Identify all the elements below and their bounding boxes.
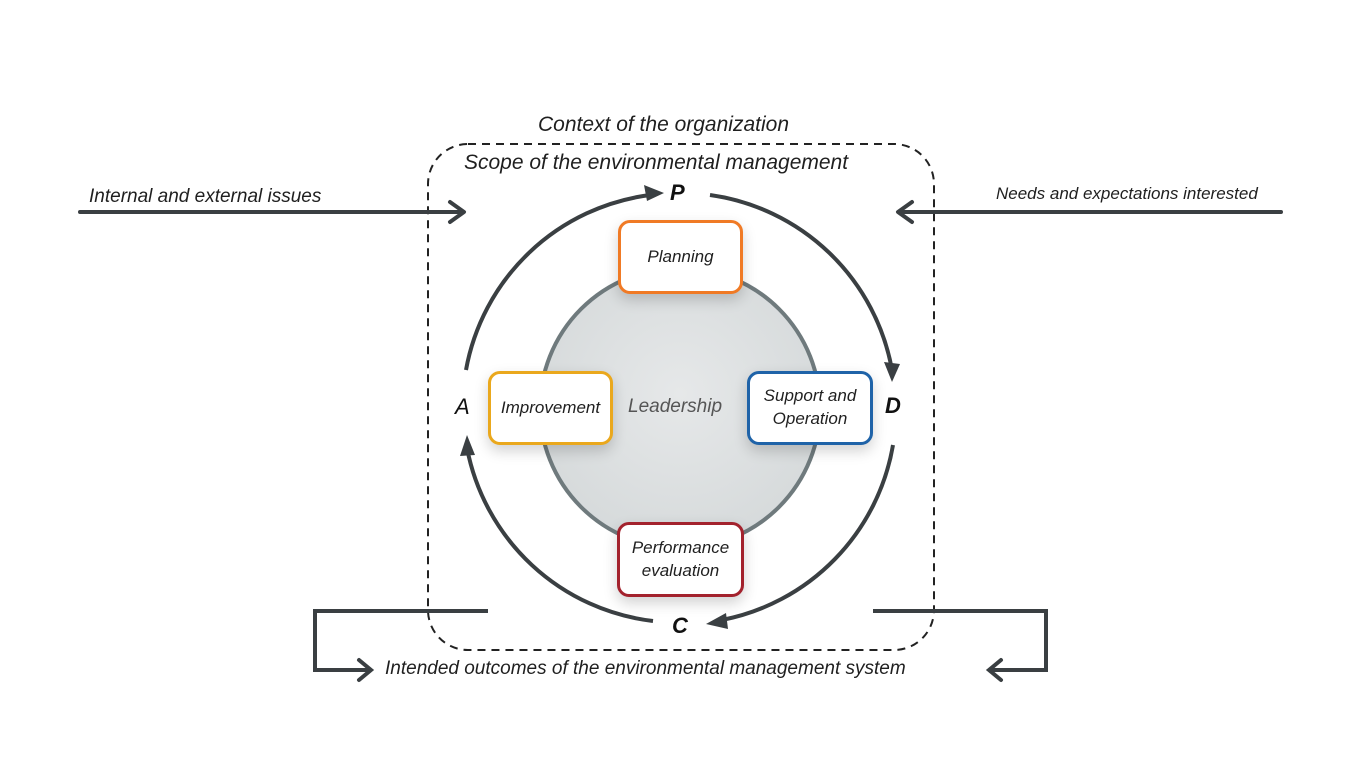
arrowhead-a-icon (460, 435, 475, 456)
output-bracket-right (873, 609, 1048, 672)
arc-a-to-p (464, 193, 651, 371)
scope-title: Scope of the environmental management (464, 151, 849, 174)
input-label-left: Internal and external issues (89, 186, 322, 207)
arc-d-to-c (721, 444, 895, 622)
scope-boundary (427, 143, 935, 651)
stage-performance-label: Performance evaluation (631, 537, 730, 580)
output-bracket-left (313, 609, 488, 672)
output-bracket-left-head-icon (357, 658, 375, 682)
stage-improvement-label: Improvement (500, 397, 601, 417)
stage-planning-label: Planning (647, 246, 714, 266)
output-bracket-right-head-icon (985, 658, 1003, 682)
cycle-letter-c: C (672, 613, 688, 638)
cycle-letter-d: D (885, 393, 901, 418)
input-arrow-left-head-icon (448, 200, 466, 224)
context-title: Context of the organization (538, 113, 789, 136)
arrowhead-c-icon (706, 613, 728, 629)
arrowhead-p-icon (644, 185, 664, 201)
cycle-letter-a: A (455, 394, 470, 419)
stage-improvement[interactable]: Improvement (488, 371, 613, 445)
stage-support-label: Support and Operation (763, 386, 857, 428)
stage-support-operation[interactable]: Support and Operation (747, 371, 873, 445)
arc-c-to-a (465, 447, 654, 623)
arrowhead-d-icon (884, 362, 900, 382)
input-label-right: Needs and expectations interested (996, 184, 1258, 203)
cycle-letter-p: P (670, 180, 685, 205)
stage-performance-evaluation[interactable]: Performance evaluation (617, 522, 744, 597)
arc-p-to-d (709, 193, 894, 371)
leadership-label: Leadership (628, 396, 723, 417)
output-label: Intended outcomes of the environmental m… (385, 658, 906, 679)
stage-planning[interactable]: Planning (618, 220, 743, 294)
input-arrow-right-head-icon (896, 200, 914, 224)
